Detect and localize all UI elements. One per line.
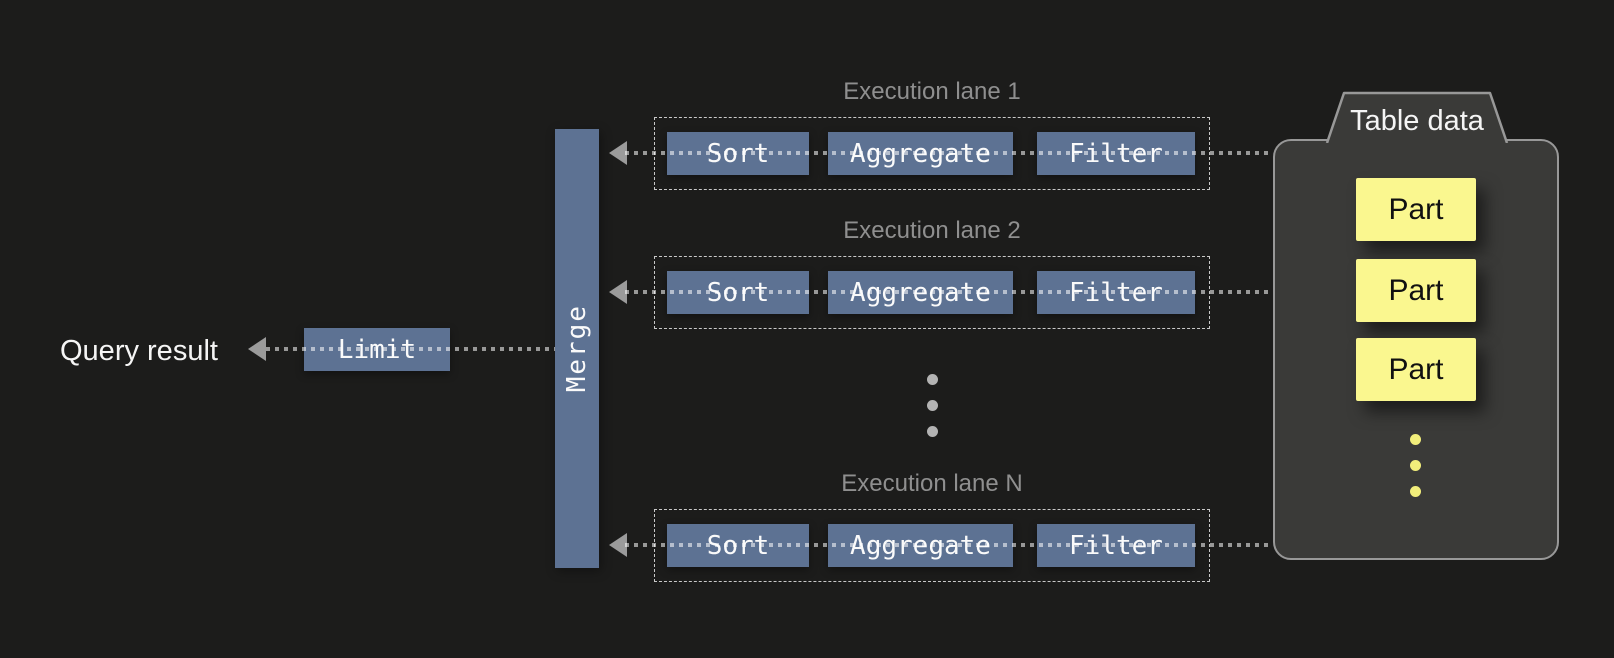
dotted-connector <box>625 290 1273 294</box>
table-data-title: Table data <box>1350 105 1484 137</box>
merge-node-label: Merge <box>562 304 592 393</box>
execution-lane-1: Execution lane 1 Sort Aggregate Filter <box>609 73 1273 191</box>
lane-title: Execution lane 2 <box>843 217 1021 244</box>
lane-title: Execution lane N <box>841 470 1023 497</box>
dotted-connector <box>625 151 1273 155</box>
execution-lane-n: Execution lane N Sort Aggregate Filter <box>609 465 1273 583</box>
dotted-connector <box>266 347 555 351</box>
part-node: Part <box>1356 178 1476 241</box>
lanes-ellipsis-dot <box>927 374 938 385</box>
query-result-label: Query result <box>60 335 218 367</box>
part-label: Part <box>1388 192 1444 226</box>
lane-title: Execution lane 1 <box>843 78 1021 105</box>
arrow-left-icon <box>248 337 266 361</box>
parts-ellipsis-dot <box>1410 434 1421 445</box>
table-data-tab <box>1325 91 1509 143</box>
parts-ellipsis-dot <box>1410 486 1421 497</box>
execution-lane-2: Execution lane 2 Sort Aggregate Filter <box>609 212 1273 330</box>
lanes-ellipsis-dot <box>927 426 938 437</box>
part-label: Part <box>1388 352 1444 386</box>
part-node: Part <box>1356 259 1476 322</box>
merge-node: Merge <box>555 129 599 568</box>
parts-ellipsis-dot <box>1410 460 1421 471</box>
part-node: Part <box>1356 338 1476 401</box>
dotted-connector <box>625 543 1273 547</box>
lanes-ellipsis-dot <box>927 400 938 411</box>
part-label: Part <box>1388 273 1444 307</box>
